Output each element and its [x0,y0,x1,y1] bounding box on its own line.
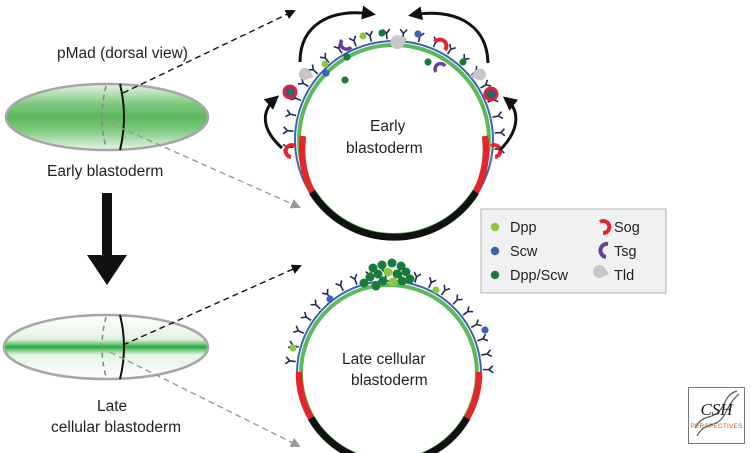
receptor-icon [285,109,297,118]
pmad-label: pMad (dorsal view) [57,45,188,62]
receptor-icon [492,111,504,120]
scw-molecule [481,326,489,334]
dpp-scw-legend-icon [490,270,500,280]
late-circle-label-2: blastoderm [351,372,428,389]
dpp-scw-molecule [343,53,351,61]
tsg-molecule [339,38,353,51]
dpp-scw-molecule [341,76,349,84]
transport-arrow-top-left [298,5,376,63]
dpp-scw-molecule [378,29,386,37]
early-cross-section: Early blastoderm [263,5,519,241]
logo-subtitle: PERSPECTIVES [690,423,743,430]
dpp-scw-molecule [459,58,467,66]
receptor-icon [284,356,296,365]
receptor-icon [428,277,437,289]
late-label-line1: Late [97,398,127,415]
early-ventral-red-left [298,135,315,194]
dpp-molecule [289,344,297,352]
tld-molecule [298,67,314,80]
sog-molecule [433,37,449,52]
legend-dpp-label: Dpp [510,220,537,236]
early-molecules [282,29,503,159]
tld-molecule [470,68,486,81]
dpp-molecule [359,32,367,40]
scw-molecule [322,69,330,77]
late-embryo [2,313,210,381]
development-arrow [87,193,127,285]
dpp-legend-icon [490,222,500,232]
receptor-icon [481,349,493,358]
scw-legend-icon [490,246,500,256]
dpp-scw-molecule [424,58,432,66]
late-ventral-black [307,416,471,453]
receptor-icon [282,126,294,135]
early-blastoderm-label: Early blastoderm [47,163,163,180]
receptor-icon [482,365,494,374]
tsg-molecule [433,61,447,73]
legend-scw-label: Scw [510,244,538,260]
receptor-icon [477,333,489,342]
transport-arrow-top-right [408,6,490,64]
csh-perspectives-logo: CSH PERSPECTIVES [688,387,745,444]
late-label-line2: cellular blastoderm [51,419,181,436]
sog-legend-icon [598,219,612,235]
sog-molecule [283,143,297,159]
receptor-icon [348,35,357,47]
late-circle-label-1: Late cellular [342,351,426,368]
receptor-icon [335,280,345,292]
receptor-icon [293,325,305,334]
late-membrane-inner [299,283,479,453]
legend-dpp-scw-label: Dpp/Scw [510,268,569,284]
receptor-icon [470,319,482,329]
scw-molecule [326,295,334,303]
late-ventral-red-left [295,371,314,420]
early-embryo [4,82,210,152]
tsg-legend-icon [598,241,609,259]
receptor-icon [440,284,451,296]
legend: Dpp Scw Dpp/Scw Sog Tsg Tld [480,208,667,294]
receptor-icon [300,311,312,322]
early-circle-label-1: Early [370,118,406,135]
projection-arrow-late-ventral [109,351,301,447]
projection-arrow-early-ventral [109,122,301,209]
early-ventral-black [309,190,479,241]
receptor-icon [446,43,457,55]
receptor-icon [462,306,474,316]
legend-tsg-label: Tsg [614,244,637,260]
legend-box [480,208,667,294]
late-ventral-red-right [464,371,483,420]
projection-arrow-late-dorsal [122,264,302,346]
receptor-icon [310,299,321,310]
legend-sog-label: Sog [614,220,640,236]
late-molecules [289,258,489,352]
receptor-icon [452,294,463,305]
early-ventral-red-right [473,135,490,194]
early-circle-label-2: blastoderm [346,140,423,157]
legend-tld-label: Tld [614,268,634,284]
dna-helix-icon [694,390,740,437]
receptor-icon [413,271,422,283]
tld-molecule [390,35,408,50]
transport-arrow-left [263,95,284,150]
logo-title: CSH [700,400,733,419]
dpp-molecule [432,286,440,294]
receptor-icon [494,128,506,137]
late-cross-section: Late cellular blastoderm [284,258,494,453]
receptor-icon [365,30,374,42]
dpp-molecule [321,60,329,68]
receptor-icon [349,273,358,285]
transport-arrow-right [498,96,519,152]
receptor-icon [480,79,492,89]
tld-legend-icon [593,265,609,279]
receptor-icon [319,52,330,64]
scw-molecule [414,30,422,38]
projection-arrow-early-dorsal [122,9,296,94]
